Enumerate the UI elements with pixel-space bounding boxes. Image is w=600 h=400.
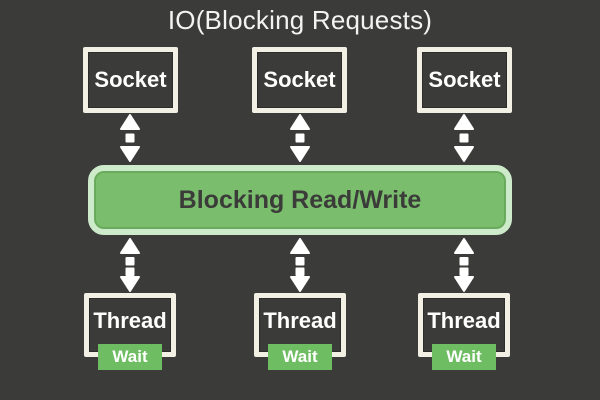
- double-arrow-icon: [289, 238, 311, 292]
- blocking-readwrite-box: Blocking Read/Write: [88, 165, 512, 235]
- double-arrow-icon: [119, 238, 141, 292]
- diagram-title: IO(Blocking Requests): [167, 5, 433, 35]
- socket-box: Socket: [417, 47, 512, 113]
- double-arrow-icon: [119, 114, 141, 162]
- thread-box: Thread Wait: [84, 293, 176, 370]
- wait-badge: Wait: [268, 344, 332, 370]
- wait-badge: Wait: [98, 344, 162, 370]
- blocking-readwrite-label: Blocking Read/Write: [178, 185, 422, 214]
- double-arrow-icon: [289, 114, 311, 162]
- socket-box: Socket: [83, 47, 178, 113]
- thread-label: Thread: [263, 308, 337, 333]
- thread-box: Thread Wait: [418, 293, 510, 370]
- socket-label: Socket: [94, 67, 167, 92]
- double-arrow-icon: [453, 114, 475, 162]
- thread-box: Thread Wait: [254, 293, 346, 370]
- socket-label: Socket: [428, 67, 501, 92]
- thread-label: Thread: [93, 308, 167, 333]
- socket-label: Socket: [263, 67, 336, 92]
- wait-badge: Wait: [432, 344, 496, 370]
- socket-box: Socket: [252, 47, 347, 113]
- double-arrow-icon: [453, 238, 475, 292]
- thread-label: Thread: [427, 308, 501, 333]
